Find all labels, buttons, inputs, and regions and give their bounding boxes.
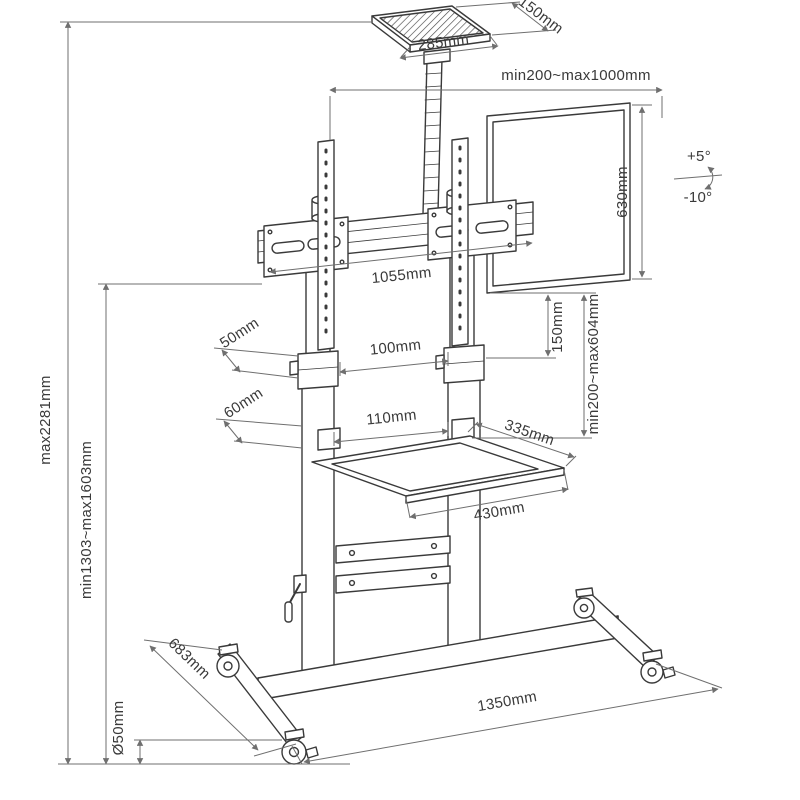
dimension-lines: [58, 1, 723, 765]
dim-column-height-range: [98, 283, 262, 765]
label-caster-diameter: Ø50mm: [110, 701, 127, 756]
label-tilt-up: +5°: [687, 148, 711, 165]
label-panel-bottom-offset: 150mm: [549, 301, 566, 353]
label-base-depth: 683mm: [165, 635, 214, 683]
label-clamp-width: 100mm: [369, 336, 422, 358]
dim-tray-width: [405, 469, 569, 520]
label-bracket-width: 1055mm: [371, 264, 433, 287]
label-vesa-height-range: min200~max604mm: [585, 294, 602, 435]
dim-clamp-depth: [213, 347, 299, 379]
label-top-shelf-depth: 150mm: [515, 0, 566, 38]
dim-tray-depth: [467, 421, 577, 467]
lower-brace: [335, 535, 451, 594]
label-shelf-arm-depth: 60mm: [221, 384, 266, 422]
display-panel-outline: [486, 102, 631, 294]
height-crank: [284, 574, 307, 623]
dim-vesa-width-range: [329, 86, 663, 140]
dim-vesa-height-range: [472, 294, 592, 439]
label-column-height-range: min1303~max1603mm: [78, 441, 95, 599]
label-tilt-down: -10°: [684, 189, 713, 206]
camera-pole: [422, 57, 443, 215]
tv-stand-drawing: [216, 5, 676, 765]
label-base-width: 1350mm: [476, 688, 538, 715]
dim-clamp-width: [339, 352, 449, 376]
label-shelf-arm-width: 110mm: [366, 406, 418, 428]
label-tray-depth: 335mm: [502, 416, 556, 449]
dim-base-width: [291, 663, 723, 765]
dim-bracket-width: [269, 240, 533, 275]
dim-shelf-arm-width: [333, 422, 449, 446]
dim-shelf-arm-depth: [215, 418, 303, 449]
label-vesa-width-range: min200~max1000mm: [501, 67, 650, 84]
label-top-shelf-width: 285mm: [417, 31, 470, 54]
label-max-height: max2281mm: [37, 375, 54, 464]
dim-max-height: [60, 21, 372, 765]
dim-panel-bottom-offset: [486, 292, 596, 359]
dim-base-depth: [143, 639, 297, 757]
tilt-indicator: [673, 166, 723, 190]
dim-panel-height: [632, 104, 652, 280]
label-clamp-depth: 50mm: [217, 314, 262, 352]
dim-caster-diameter: [134, 739, 282, 765]
label-panel-height: 630mm: [614, 166, 631, 218]
dim-top-shelf-depth: [455, 1, 557, 36]
dim-top-shelf-width: [399, 35, 499, 61]
